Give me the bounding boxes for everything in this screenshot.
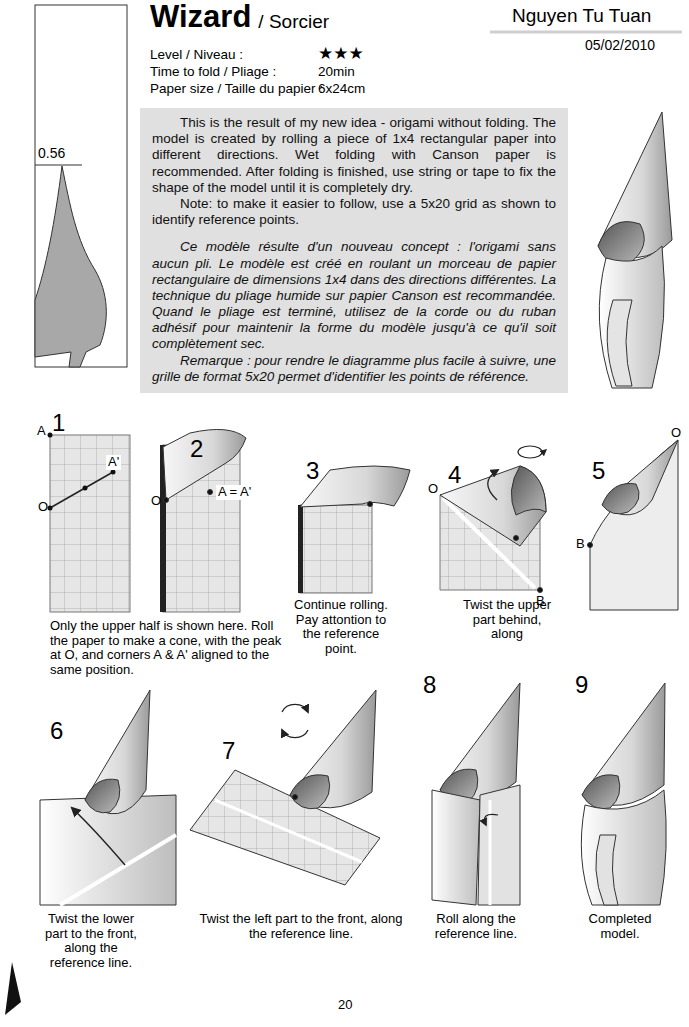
point-label: O: [151, 494, 161, 509]
wizard-icon: [5, 962, 21, 1015]
point-label: A: [37, 424, 46, 439]
step-9-figure: [581, 683, 666, 905]
info-label: Time to fold / Pliage :: [150, 64, 276, 79]
info-label: Level / Niveau :: [150, 47, 243, 62]
point-label: A': [106, 455, 121, 470]
crease-pattern: [35, 5, 127, 367]
step-number: 9: [575, 672, 588, 699]
step-3-figure: [298, 466, 410, 593]
header-rule: [490, 31, 682, 34]
step-8-figure: [432, 683, 520, 905]
step-2-figure: [160, 429, 246, 612]
body-paragraph: This is the result of my new idea - orig…: [152, 115, 556, 196]
difficulty-stars: ★★★: [318, 44, 364, 63]
finished-model: [598, 112, 672, 388]
point-label: O: [671, 426, 681, 441]
author: Nguyen Tu Tuan: [512, 5, 651, 26]
step-caption: Continue rolling. Pay attontion to the r…: [294, 598, 388, 656]
info-value: 6x24cm: [318, 81, 365, 96]
body-paragraph: Remarque : pour rendre le diagramme plus…: [152, 353, 556, 385]
info-value: 20min: [318, 64, 355, 79]
step-caption: Twist the upper part behind, along: [462, 598, 552, 642]
step-number: 5: [592, 458, 605, 485]
point-label: A = A': [216, 485, 253, 500]
body-paragraph: Ce modèle résulte d'un nouveau concept :…: [152, 239, 556, 352]
step-caption: Twist the lower part to the front, along…: [36, 912, 146, 970]
title: Wizard: [150, 0, 251, 35]
step-caption: Roll along the reference line.: [418, 912, 534, 941]
step-7-figure: [190, 690, 380, 885]
step-4-figure: [440, 446, 546, 593]
dimension: 0.56: [38, 146, 65, 162]
subtitle: / Sorcier: [258, 11, 329, 32]
step-caption: Twist the left part to the front, along …: [196, 912, 406, 941]
step-number: 1: [52, 410, 65, 437]
point-label: O: [38, 500, 48, 515]
step-number: 2: [190, 436, 203, 463]
step-caption: Completed model.: [572, 912, 668, 941]
step-6-figure: [40, 690, 176, 905]
step-1-figure: [48, 433, 131, 613]
point-label: O: [428, 482, 438, 497]
date: 05/02/2010: [585, 38, 655, 54]
point-label: B: [576, 537, 585, 552]
step-5-figure: [588, 440, 679, 610]
step-number: 8: [423, 672, 436, 699]
step-caption: Only the upper half is shown here. Roll …: [50, 619, 292, 677]
info-label: Paper size / Taille du papier :: [150, 81, 323, 96]
step-number: 4: [448, 462, 461, 489]
step-number: 3: [306, 458, 319, 485]
step-number: 6: [50, 718, 63, 745]
intro-text-panel: This is the result of my new idea - orig…: [140, 108, 568, 393]
page-number: 20: [338, 998, 352, 1013]
step-number: 7: [222, 738, 235, 765]
body-paragraph: Note: to make it easier to follow, use a…: [152, 196, 556, 228]
